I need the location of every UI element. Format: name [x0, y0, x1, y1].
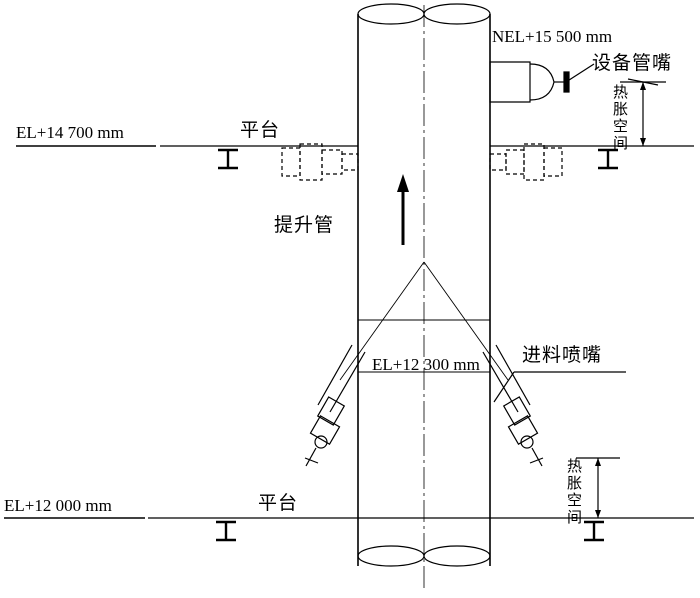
thermal-space-dim-lower [576, 458, 620, 518]
platform-line-upper [16, 146, 694, 168]
label-thermal-space-upper: 热胀空间 [611, 84, 629, 152]
feed-nozzle-right [483, 345, 543, 466]
equipment-nozzle [490, 62, 594, 102]
riser-internal-lines [340, 262, 508, 380]
label-feed-nozzle: 进料喷嘴 [522, 344, 603, 366]
label-platform-upper: 平台 [240, 119, 281, 141]
feed-nozzle-leader [494, 372, 626, 402]
platform-line-lower [4, 518, 694, 540]
label-thermal-space-lower: 热胀空间 [565, 458, 583, 526]
label-el-12000: EL+12 000 mm [4, 496, 112, 515]
label-platform-lower: 平台 [258, 492, 299, 514]
riser-pipe [358, 4, 490, 590]
guide-support-left [282, 144, 358, 180]
flow-arrow-up [397, 174, 409, 245]
label-nel-15500: NEL+15 500 mm [492, 27, 613, 46]
label-el-12300: EL+12 300 mm [372, 355, 480, 374]
label-riser: 提升管 [274, 214, 335, 236]
feed-nozzle-left [305, 345, 365, 466]
guide-support-right [490, 144, 562, 180]
label-el-14700: EL+14 700 mm [16, 123, 124, 142]
label-equipment-nozzle: 设备管嘴 [592, 52, 673, 74]
thermal-space-dim-upper [620, 79, 666, 146]
